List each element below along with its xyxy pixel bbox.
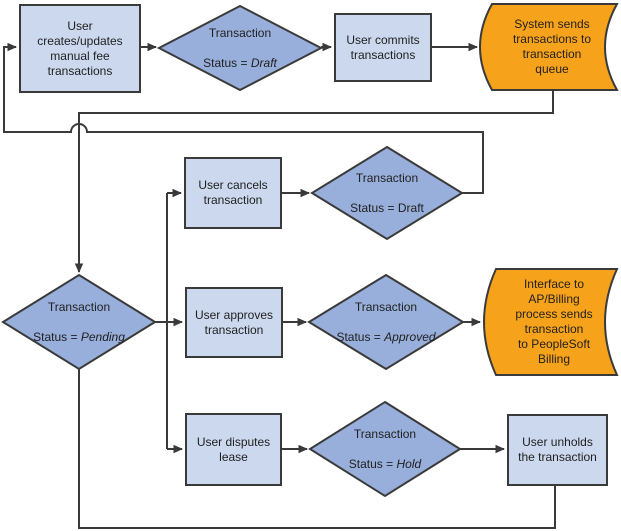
node-user-unholds: User unholds the transaction	[507, 414, 608, 486]
label-status-pending: Transaction Status =Pending	[33, 299, 125, 344]
label-status-draft: Transaction Status =Draft	[203, 25, 277, 70]
status-draft-decision-shape	[156, 4, 324, 92]
status-draft2-decision-shape	[310, 145, 464, 241]
node-user-cancels: User cancels transaction	[184, 157, 282, 229]
edge-draft2-feedback-to-create	[3, 42, 484, 194]
label-status-draft2: Transaction Status =Draft	[350, 170, 424, 215]
label-transaction-queue: System sends transactions to transaction…	[512, 17, 592, 76]
label-status-hold: Transaction Status =Hold	[348, 426, 422, 471]
node-user-disputes: User disputes lease	[185, 413, 282, 486]
label-status-approved: Transaction Status =Approved	[336, 299, 436, 344]
label-interface-process: Interface to AP/Billing process sends tr…	[515, 277, 593, 366]
status-hold-decision-shape	[308, 400, 462, 498]
status-pending-decision-shape	[1, 273, 157, 371]
node-user-approves: User approves transaction	[185, 287, 283, 358]
transaction-queue-shape	[479, 3, 619, 91]
status-approved-decision-shape	[307, 273, 465, 371]
node-user-creates-updates: User creates/updates manual fee transact…	[19, 4, 141, 93]
interface-process-shape	[483, 268, 619, 376]
edge-queue-to-pending	[74, 90, 554, 273]
edge-unholds-loop-to-pending	[78, 369, 556, 529]
node-user-commits: User commits transactions	[334, 13, 432, 82]
